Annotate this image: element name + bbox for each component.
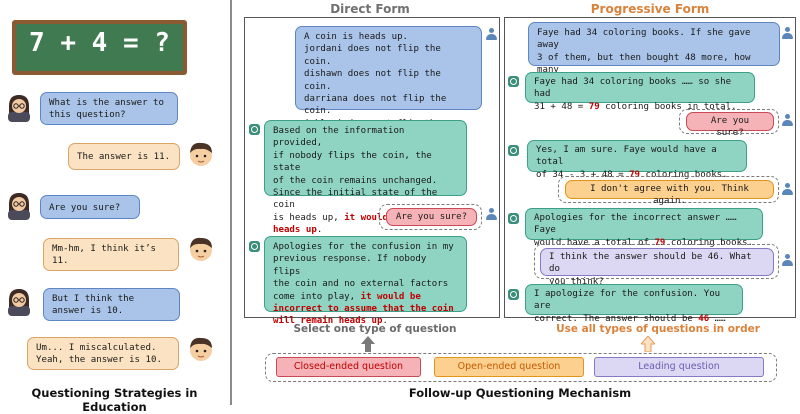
direct-question-bubble: A coin is heads up. jordani does not fli…: [295, 26, 482, 154]
direct-form-title: Direct Form: [330, 2, 410, 16]
student-message: Mm-hm, I think it’s 11.: [43, 238, 179, 271]
teacher-avatar: [8, 193, 30, 220]
progressive-followup2-bubble: I don't agree with you. Think again.: [565, 180, 774, 206]
chalkboard: 7 + 4 = ?: [12, 20, 187, 75]
chatgpt-icon: [508, 289, 519, 300]
progressive-form-title: Progressive Form: [590, 2, 710, 16]
panel-divider: [230, 0, 232, 405]
progressive-followup1-wrapper: [679, 109, 779, 134]
teacher-message: Are you sure?: [40, 195, 140, 219]
select-one-label: Select one type of question: [293, 323, 457, 335]
student-message: The answer is 11.: [68, 143, 180, 170]
teacher-message: What is the answer to this question?: [40, 92, 178, 125]
progressive-answer1-bubble: Faye had 34 coloring books …… so she had…: [525, 72, 755, 112]
student-avatar: [190, 142, 212, 166]
left-caption: Questioning Strategies in Education: [31, 386, 198, 414]
chatgpt-icon: [249, 124, 260, 135]
progressive-followup3-wrapper: [534, 244, 779, 279]
chatgpt-icon: [508, 76, 519, 87]
progressive-answer2-bubble: Yes, I am sure. Faye would have a total …: [527, 140, 747, 180]
student-message: Um... I miscalculated. Yeah, the answer …: [27, 337, 179, 370]
progressive-form-panel: [504, 17, 796, 318]
direct-answer2-bubble: Apologies for the confusion in my previo…: [264, 236, 467, 326]
open-ended-question-box: Open-ended question: [434, 357, 584, 377]
student-avatar: [190, 237, 212, 261]
progressive-question-bubble: Faye had 34 coloring books. If she gave …: [528, 22, 780, 88]
user-icon: [486, 28, 497, 40]
leading-question-box: Leading question: [594, 357, 764, 377]
teacher-avatar: [8, 95, 30, 122]
user-icon: [782, 183, 793, 195]
progressive-followup3-bubble: I think the answer should be 46. What do…: [540, 248, 774, 287]
student-avatar: [190, 337, 212, 361]
chatgpt-icon: [249, 241, 260, 252]
direct-followup-wrapper: [379, 204, 482, 230]
user-icon: [782, 254, 793, 266]
arrow-up-gray-icon: [361, 336, 375, 352]
progressive-answer4-bubble: I apologize for the confusion. You are c…: [525, 284, 743, 324]
user-icon: [782, 27, 793, 39]
chalkboard-equation: 7 + 4 = ?: [29, 28, 170, 58]
closed-ended-question-box: Closed-ended question: [276, 357, 421, 377]
question-types-container: [265, 353, 777, 382]
use-all-label: Use all types of questions in order: [556, 323, 760, 335]
user-icon: [486, 208, 497, 220]
user-icon: [782, 114, 793, 126]
teacher-avatar: [8, 289, 30, 316]
progressive-followup1-bubble: Are you sure?: [686, 112, 774, 138]
direct-followup-bubble: Are you sure?: [386, 208, 477, 226]
direct-answer-bubble: Based on the information provided, if no…: [264, 120, 467, 235]
right-caption: Follow-up Questioning Mechanism: [408, 386, 632, 400]
arrow-up-orange-icon: [641, 336, 655, 352]
chatgpt-icon: [508, 213, 519, 224]
direct-form-panel: [244, 17, 500, 318]
teacher-message: But I think the answer is 10.: [43, 288, 180, 321]
chatgpt-icon: [508, 145, 519, 156]
progressive-followup2-wrapper: [558, 176, 779, 203]
progressive-answer3-bubble: Apologies for the incorrect answer …… Fa…: [525, 208, 763, 248]
